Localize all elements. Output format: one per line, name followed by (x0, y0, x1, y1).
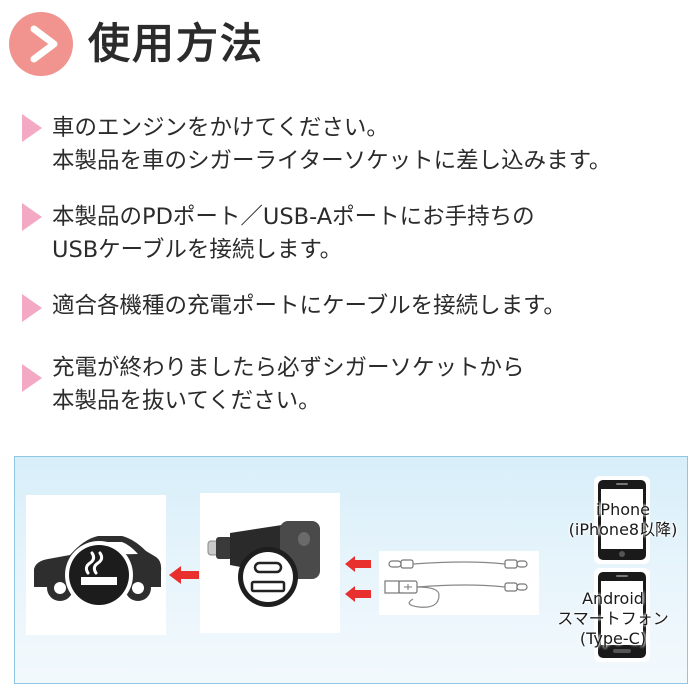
android-label: Android スマートフォン (Type-C) (543, 589, 683, 649)
play-triangle-icon (9, 12, 73, 76)
step-4-line-2: 本製品を抜いてください。 (52, 388, 321, 414)
car-card (26, 495, 166, 635)
step-4-text: 充電が終わりましたら必ずシガーソケットから 本製品を抜いてください。 (52, 352, 525, 418)
car-cigarette-socket-icon (34, 536, 162, 609)
step-2-line-1: 本製品のPDポート／USB-Aポートにお手持ちの (52, 204, 535, 230)
step-marker-icon (22, 114, 42, 142)
smartphone-icon (594, 476, 650, 564)
step-4-line-1: 充電が終わりましたら必ずシガーソケットから (52, 355, 525, 381)
iphone-label: iPhone (iPhone8以降) (563, 500, 683, 540)
step-1-text: 車のエンジンをかけてください。 本製品を車のシガーライターソケットに差し込みます… (52, 112, 611, 178)
cables-card (379, 551, 539, 615)
car-charger-icon (207, 521, 320, 607)
step-3-text: 適合各機種の充電ポートにケーブルを接続します。 (52, 290, 566, 323)
step-marker-icon (22, 203, 42, 231)
android-label-line-3: (Type-C) (579, 629, 647, 648)
step-2-text: 本製品のPDポート／USB-Aポートにお手持ちの USBケーブルを接続します。 (52, 201, 535, 267)
android-label-line-2: スマートフォン (557, 609, 669, 628)
iphone (593, 475, 651, 565)
step-3-line-1: 適合各機種の充電ポートにケーブルを接続します。 (52, 293, 566, 319)
step-2-line-2: USBケーブルを接続します。 (52, 237, 343, 263)
step-1-line-1: 車のエンジンをかけてください。 (52, 115, 389, 141)
step-marker-icon (22, 294, 42, 322)
android-label-line-1: Android (582, 589, 644, 608)
red-arrow-left-icon (343, 585, 373, 603)
step-1-line-2: 本製品を車のシガーライターソケットに差し込みます。 (52, 148, 612, 174)
red-arrow-left-icon (167, 565, 201, 585)
charger-card (200, 493, 340, 633)
iphone-label-line-2: (iPhone8以降) (568, 520, 678, 539)
connection-diagram: iPhone (iPhone8以降) Android スマートフォン (Type… (14, 456, 688, 684)
smartphone-icon (594, 568, 650, 662)
red-arrow-left-icon (343, 555, 373, 573)
page-title: 使用方法 (88, 19, 265, 68)
iphone-label-line-1: iPhone (595, 500, 650, 519)
android-phone (593, 567, 651, 663)
step-marker-icon (22, 364, 42, 392)
usb-c-and-usb-a-cables-icon (384, 559, 528, 608)
